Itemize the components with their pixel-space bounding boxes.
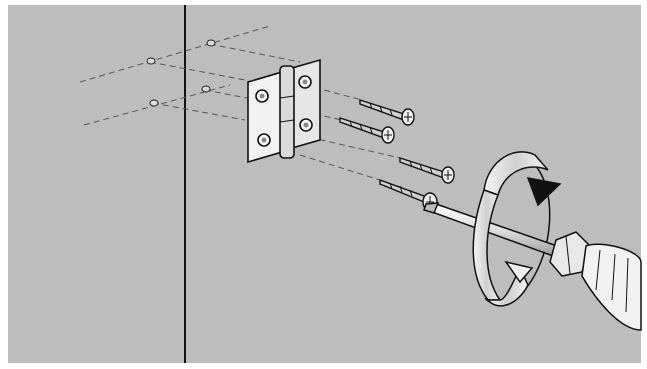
pilot-hole xyxy=(207,40,215,46)
pilot-hole xyxy=(202,86,210,92)
pilot-hole xyxy=(147,58,155,64)
pilot-hole xyxy=(150,100,158,106)
